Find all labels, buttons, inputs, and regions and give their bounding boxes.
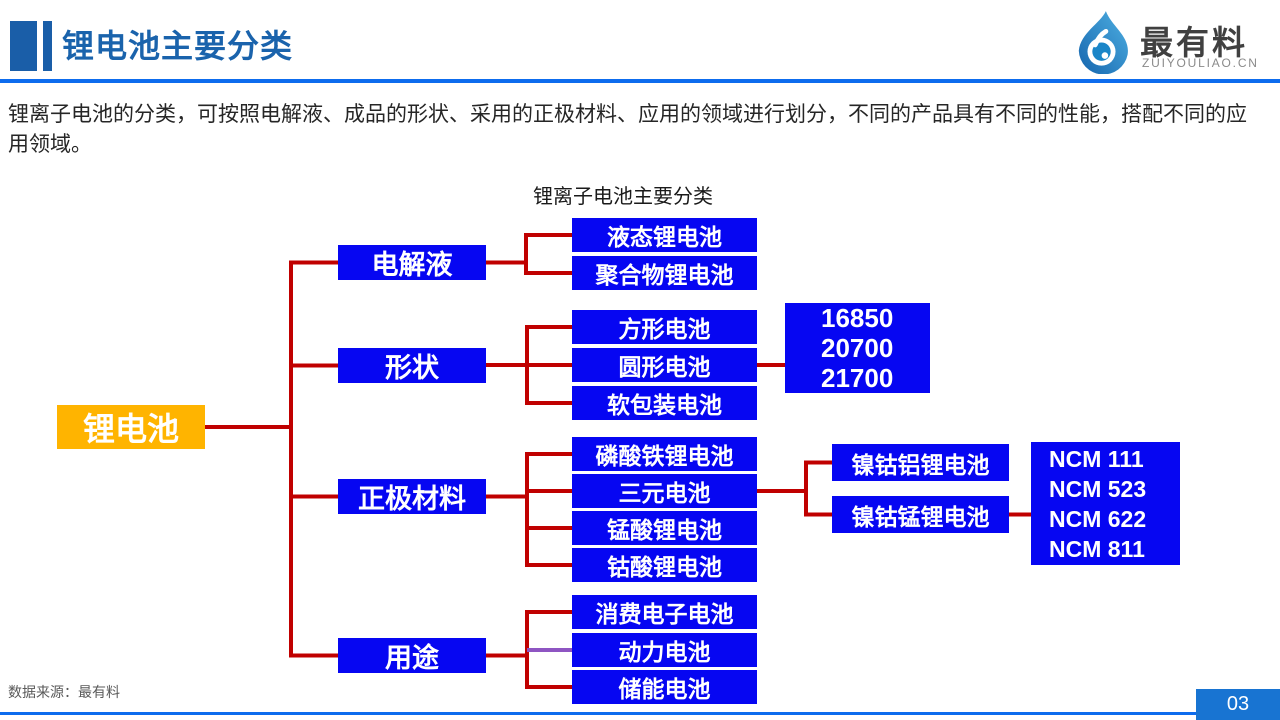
code-16850: 16850 <box>821 303 894 333</box>
code-20700: 20700 <box>821 333 894 363</box>
brand-domain: ZUIYOULIAO.CN <box>1142 56 1259 70</box>
brand-name: 最有料 <box>1140 24 1248 61</box>
ncm-622: NCM 622 <box>1049 505 1147 532</box>
leaf-node-polymer-lithium: 聚合物锂电池 <box>572 256 757 290</box>
data-source-note: 数据来源：最有料 <box>8 684 120 700</box>
subleaf-node-nca: 镍钴铝锂电池 <box>832 444 1009 481</box>
title-accent-square <box>10 21 37 71</box>
diagram-title: 锂离子电池主要分类 <box>533 186 713 208</box>
root-node-lithium-battery: 锂电池 <box>57 405 205 449</box>
note-box-ncm-ratios: NCM 111 NCM 523 NCM 622 NCM 811 <box>1031 442 1180 565</box>
leaf-node-liquid-lithium: 液态锂电池 <box>572 218 757 252</box>
leaf-node-lfp: 磷酸铁锂电池 <box>572 437 757 471</box>
code-21700: 21700 <box>821 363 894 393</box>
ncm-111: NCM 111 <box>1049 445 1144 472</box>
page-number-badge: 03 <box>1196 689 1280 720</box>
branch-node-shape: 形状 <box>338 348 486 383</box>
branch-node-usage: 用途 <box>338 638 486 673</box>
header-divider <box>0 79 1280 83</box>
leaf-node-consumer-electronics: 消费电子电池 <box>572 595 757 629</box>
leaf-node-lmo: 锰酸锂电池 <box>572 511 757 545</box>
leaf-node-ternary: 三元电池 <box>572 474 757 508</box>
leaf-node-lco: 钴酸锂电池 <box>572 548 757 582</box>
page-title: 锂电池主要分类 <box>62 28 294 64</box>
ncm-523: NCM 523 <box>1049 475 1147 502</box>
branch-node-cathode-material: 正极材料 <box>338 479 486 514</box>
bottom-divider <box>0 712 1280 715</box>
ncm-811: NCM 811 <box>1049 535 1145 562</box>
note-box-cylindrical-codes: 16850 20700 21700 <box>785 303 930 393</box>
leaf-node-pouch: 软包装电池 <box>572 386 757 420</box>
subleaf-node-ncm: 镍钴锰锂电池 <box>832 496 1009 533</box>
branch-node-electrolyte: 电解液 <box>338 245 486 280</box>
leaf-node-prismatic: 方形电池 <box>572 310 757 344</box>
leaf-node-cylindrical: 圆形电池 <box>572 348 757 382</box>
title-accent-bar <box>43 21 52 71</box>
brand-drop-icon <box>1078 11 1128 74</box>
leaf-node-power-battery: 动力电池 <box>572 633 757 667</box>
intro-text: 锂离子电池的分类，可按照电解液、成品的形状、采用的正极材料、应用的领域进行划分，… <box>8 103 1247 156</box>
leaf-node-energy-storage: 储能电池 <box>572 670 757 704</box>
